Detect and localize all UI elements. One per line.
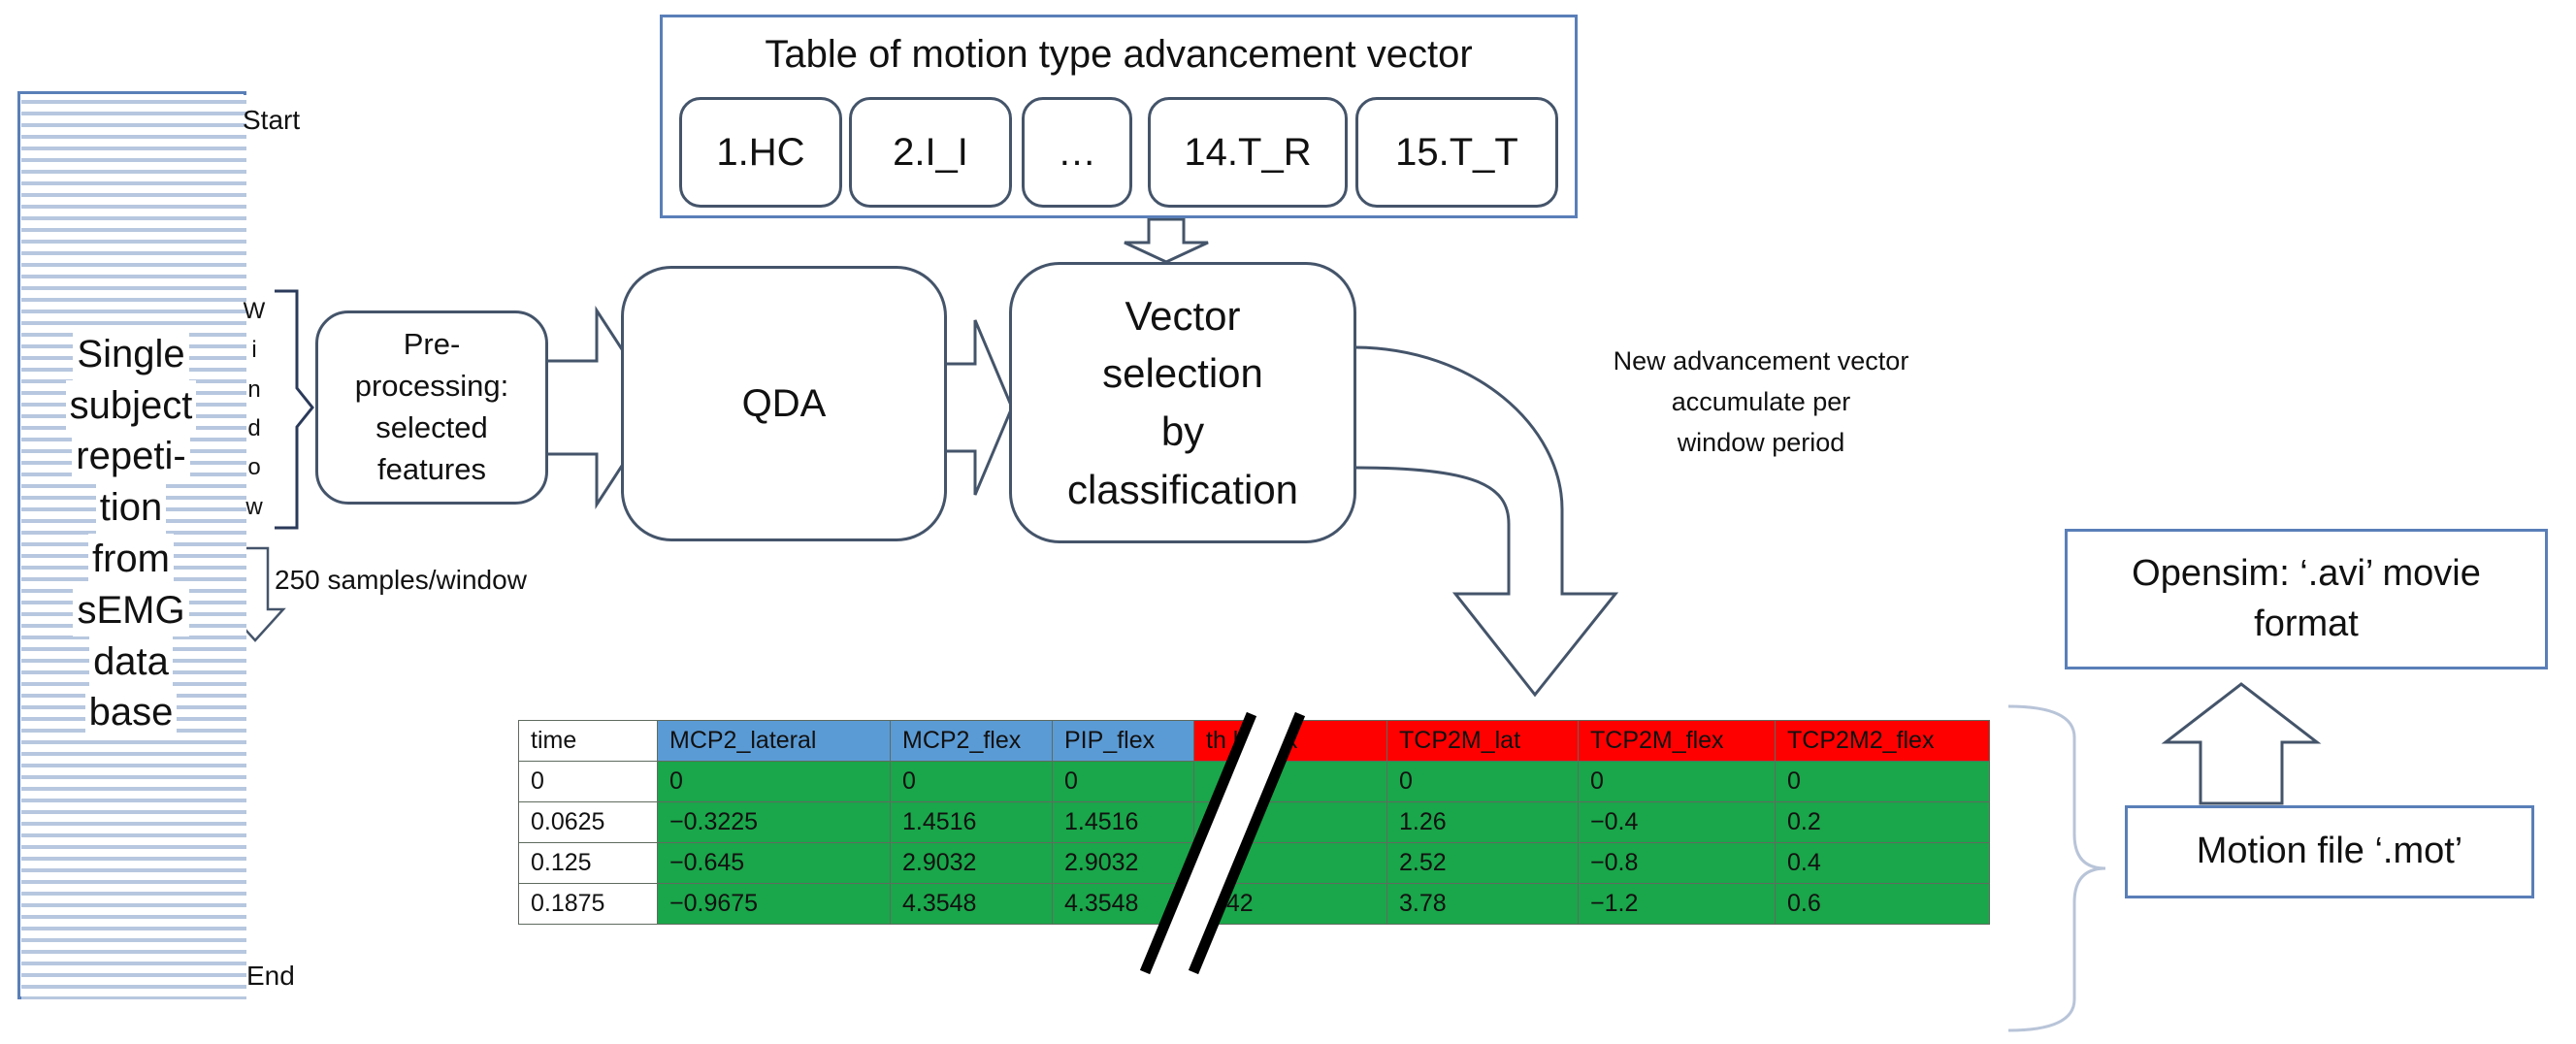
db-line-3: repeti- (72, 431, 190, 483)
db-line-7: data (89, 636, 173, 688)
motion-file-label: Motion file ‘.mot’ (2196, 831, 2463, 872)
opensim-line-2: format (2254, 603, 2359, 644)
cell: 1.4516 (1052, 801, 1194, 843)
cell: 0.6 (1775, 883, 1990, 925)
window-brace (275, 289, 314, 530)
header-time: time (518, 720, 658, 762)
vector-selection-box: Vector selection by classification (1009, 262, 1356, 543)
table-row: 0.0625 −0.3225 1.4516 1.4516 14 1.26 −0.… (518, 801, 1990, 843)
motion-data-table: time MCP2_lateral MCP2_flex PIP_flex th … (518, 720, 1990, 925)
window-letter-5: o (247, 454, 261, 481)
cell: 0.125 (518, 842, 658, 884)
header-mcp2-lateral: MCP2_lateral (657, 720, 891, 762)
preprocessing-line-2: processing: (354, 369, 509, 404)
db-line-5: from (88, 534, 174, 585)
db-line-4: tion (95, 482, 167, 534)
window-letter-4: d (247, 415, 261, 441)
arrow-vector-to-table (1353, 345, 1619, 698)
preprocessing-line-4: features (376, 451, 486, 486)
cell: 0 (657, 761, 891, 802)
cell: −0.9675 (657, 883, 891, 925)
cell: −1.2 (1578, 883, 1776, 925)
window-letter-3: n (247, 375, 261, 403)
table-row: 0.1875 −0.9675 4.3548 4.3548 0.42 3.78 −… (518, 883, 1990, 925)
motion-item-ellipsis: … (1022, 97, 1132, 208)
cell: 0 (1052, 761, 1194, 802)
db-line-1: Single (73, 328, 189, 380)
cell: −0.3225 (657, 801, 891, 843)
database-label: Single subject repeti- tion from sEMG da… (29, 301, 233, 767)
note-line-3: window period (1677, 427, 1845, 457)
arrow-motfile-to-opensim (2161, 682, 2322, 805)
cell: 2.9032 (890, 842, 1053, 884)
preprocessing-line-1: Pre- (403, 327, 461, 362)
header-pip-flex: PIP_flex (1052, 720, 1194, 762)
cell: 0 (518, 761, 658, 802)
qda-label: QDA (741, 382, 827, 425)
cell: 2.9032 (1052, 842, 1194, 884)
motion-file-box: Motion file ‘.mot’ (2125, 805, 2534, 898)
window-letter-1: W (243, 298, 266, 325)
window-letter-6: w (245, 493, 263, 520)
cell: 2.52 (1386, 842, 1579, 884)
start-label: Start (243, 105, 301, 135)
vector-line-1: Vector (1125, 292, 1241, 339)
motion-item-14: 14.T_R (1148, 97, 1348, 208)
qda-box: QDA (621, 266, 947, 541)
cell: 3.78 (1386, 883, 1579, 925)
new-vector-note: New advancement vector accumulate per wi… (1548, 342, 1974, 464)
motion-table-title: Table of motion type advancement vector (765, 33, 1473, 76)
cell: 4.3548 (890, 883, 1053, 925)
cell: −0.4 (1578, 801, 1776, 843)
header-tcp2m2-flex: TCP2M2_flex (1775, 720, 1990, 762)
table-row: 0.125 −0.645 2.9032 2.9032 28 2.52 −0.8 … (518, 842, 1990, 884)
cell: 28 (1193, 842, 1387, 884)
samples-per-window-label: 250 samples/window (275, 565, 527, 595)
table-header-row: time MCP2_lateral MCP2_flex PIP_flex th … (518, 720, 1990, 762)
cell: 0.1875 (518, 883, 658, 925)
cell: 0.2 (1775, 801, 1990, 843)
note-line-1: New advancement vector (1613, 346, 1909, 375)
cell: 1.4516 (890, 801, 1053, 843)
motion-item-15: 15.T_T (1355, 97, 1558, 208)
table-brace (2007, 704, 2106, 1032)
arrow-table-to-vector (1124, 217, 1209, 264)
opensim-box: Opensim: ‘.avi’ movie format (2065, 529, 2548, 669)
header-mcp2-flex: MCP2_flex (890, 720, 1053, 762)
cell: 0.4 (1775, 842, 1990, 884)
header-thumb-flex: th b_flex (1193, 720, 1387, 762)
cell: −0.8 (1578, 842, 1776, 884)
db-line-2: subject (65, 379, 197, 432)
cell: 4.3548 (1052, 883, 1194, 925)
cell: 0 (890, 761, 1053, 802)
vector-line-3: by (1160, 408, 1205, 454)
header-tcp2m-flex: TCP2M_flex (1578, 720, 1776, 762)
db-line-8: base (84, 687, 178, 739)
cell: 0 (1386, 761, 1579, 802)
preprocessing-box: Pre- processing: selected features (315, 310, 548, 505)
cell: −0.645 (657, 842, 891, 884)
preprocessing-line-3: selected (375, 410, 488, 444)
motion-item-2: 2.I_I (849, 97, 1012, 208)
opensim-line-1: Opensim: ‘.avi’ movie (2132, 553, 2481, 595)
window-letters: W i n d o w (241, 291, 268, 528)
vector-line-2: selection (1102, 350, 1263, 397)
arrow-qda-to-vector (943, 319, 1014, 496)
note-line-2: accumulate per (1671, 386, 1851, 416)
table-row: 0 0 0 0 0 0 0 (518, 761, 1990, 802)
header-tcp2m-lat: TCP2M_lat (1386, 720, 1579, 762)
window-letter-2: i (251, 337, 257, 364)
cell: 0 (1775, 761, 1990, 802)
vector-line-4: classification (1066, 466, 1299, 512)
cell: 1.26 (1386, 801, 1579, 843)
cell: 0.42 (1193, 883, 1387, 925)
motion-item-1: 1.HC (679, 97, 842, 208)
end-label: End (246, 961, 295, 991)
cell (1193, 761, 1387, 802)
cell: 14 (1193, 801, 1387, 843)
db-line-6: sEMG (73, 584, 189, 636)
cell: 0 (1578, 761, 1776, 802)
cell: 0.0625 (518, 801, 658, 843)
